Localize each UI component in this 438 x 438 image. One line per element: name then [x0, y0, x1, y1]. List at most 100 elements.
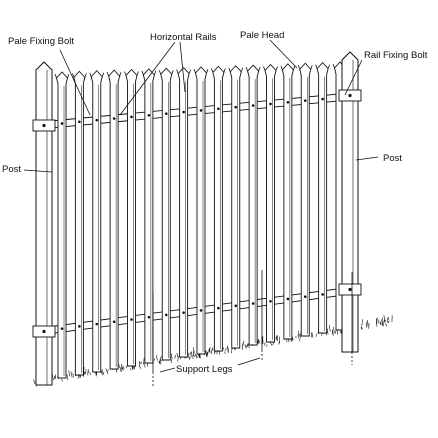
grass-tuft	[206, 351, 209, 357]
pale-body	[142, 68, 155, 364]
pale-head-detail	[72, 73, 87, 78]
grass-tuft	[257, 339, 260, 345]
grass-tuft	[381, 317, 383, 323]
grass-tuft	[170, 357, 173, 364]
support-legs	[152, 270, 353, 386]
pale-fixing-bolt	[269, 102, 272, 106]
grass-tuft	[385, 322, 388, 327]
leader-lines	[23, 39, 379, 373]
label-post-right: Post	[383, 153, 402, 164]
grass-tuft	[122, 366, 125, 369]
leader-support-legs-left	[159, 367, 176, 373]
grass-tuft	[170, 353, 173, 359]
leader-pale-fixing-bolt	[59, 49, 91, 116]
grass-tuft	[66, 374, 69, 380]
grass-tuft	[61, 378, 64, 382]
pale-body	[195, 66, 207, 355]
pale-head-detail	[193, 68, 209, 74]
grass-tuft	[89, 372, 92, 376]
grass-tuft	[332, 329, 334, 336]
grass-tuft	[365, 321, 368, 328]
rail-fixing-bolt	[348, 287, 352, 292]
grass-tuft	[205, 350, 207, 356]
pale-body	[56, 71, 68, 379]
grass-tuft	[208, 348, 210, 352]
pale-fixing-bolt	[286, 100, 290, 104]
pale-body	[299, 62, 312, 337]
post-body	[341, 51, 359, 353]
pale-fixing-bolt	[95, 322, 99, 326]
grass-tuft	[230, 347, 233, 354]
pale-head-detail	[211, 68, 226, 73]
grass-tuft	[242, 340, 245, 347]
pale-fixing-bolt	[95, 118, 99, 122]
pale-head-detail	[54, 73, 70, 79]
grass-tuft	[176, 352, 179, 359]
grass-tuft	[297, 330, 300, 337]
label-pale-head: Pale Head	[240, 30, 284, 41]
grass-tuft	[383, 320, 385, 325]
grass-tuft	[139, 366, 142, 369]
grass-tuft	[102, 371, 105, 376]
grass-tuft	[298, 338, 301, 342]
grass-tuft	[246, 343, 249, 347]
pale-fixing-bolt	[147, 315, 151, 319]
grass-tuft	[247, 343, 250, 349]
grass-tuft	[376, 324, 378, 327]
grass-tuft	[387, 316, 389, 323]
pale-fixing-bolt	[60, 327, 64, 330]
grass-tuft	[244, 344, 247, 349]
grass-tuft	[382, 323, 384, 327]
pale-fixing-bolt	[303, 295, 307, 298]
pale-head-detail	[106, 71, 122, 77]
pale-body	[281, 63, 294, 340]
pale	[245, 64, 261, 346]
pale	[158, 67, 174, 361]
rail-fixing-bolt	[42, 329, 46, 334]
pale	[280, 63, 296, 340]
grass-tuft	[227, 345, 229, 350]
grass-tuft	[143, 358, 145, 365]
grass-tuft	[222, 347, 225, 351]
grass-tuft	[72, 373, 74, 378]
leader-post-left	[23, 169, 53, 173]
pale-head-detail	[89, 72, 105, 77]
label-post-left: Post	[2, 164, 21, 175]
pale-head-detail	[158, 70, 174, 75]
pales	[54, 61, 348, 379]
pale-fixing-bolt	[217, 306, 220, 310]
grass-tuft	[139, 360, 141, 364]
pale	[228, 65, 244, 349]
grass-tuft	[210, 348, 213, 354]
pale	[211, 65, 226, 352]
grass-tuft	[33, 379, 36, 385]
pale-head-detail	[176, 69, 191, 74]
grass-tuft	[153, 358, 156, 361]
pale	[176, 66, 191, 358]
pale-fixing-bolt	[60, 122, 64, 125]
pale-body	[73, 70, 86, 376]
grass-tuft	[278, 341, 280, 345]
grass-tuft	[192, 351, 195, 357]
grass-tuft	[174, 354, 177, 359]
pale-fixing-bolt	[147, 113, 151, 117]
grass-tuft	[122, 367, 125, 371]
pale-fixing-bolt	[217, 107, 220, 111]
pale	[54, 71, 70, 379]
pale-body	[90, 70, 103, 373]
grass-tuft	[321, 333, 323, 336]
leader-support-legs-right	[237, 357, 261, 366]
rail-fixing-bolt	[348, 93, 352, 98]
pale-fixing-bolt	[164, 313, 168, 317]
leader-horizontal-rails-1	[119, 41, 176, 116]
grass-tuft	[121, 368, 123, 372]
grass-tuft	[159, 358, 162, 365]
grass-tuft	[119, 367, 122, 372]
grass-tuft	[156, 355, 158, 361]
pale-fixing-bolt	[199, 309, 203, 312]
grass-tuft	[159, 358, 161, 364]
pale-fixing-bolt	[251, 302, 255, 305]
pale-fixing-bolt	[251, 104, 255, 107]
pale	[141, 68, 157, 364]
